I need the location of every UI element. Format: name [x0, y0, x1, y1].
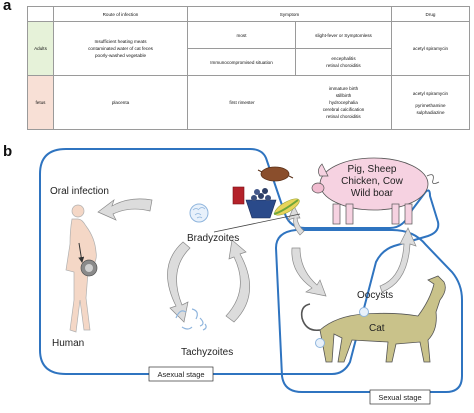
oocyst-icon: [315, 307, 369, 348]
arrow-to-animals: [379, 227, 417, 293]
asexual-stage-outline: [39, 148, 440, 375]
chicken-cow-label: Chicken, Cow: [341, 176, 403, 187]
arrow-cycle-left: [167, 241, 191, 323]
fetus-symptom-trimester: first rimester: [229, 100, 255, 105]
adults-severe-line: retinal choroiditis: [326, 63, 361, 68]
panel-b-label: b: [3, 143, 13, 160]
adults-severe-line: encephalitis: [331, 56, 356, 61]
arrow-cycle-right: [225, 239, 251, 323]
fetus-drug-cell: acetyl spiramycin pyrimethamine sulphadi…: [391, 75, 470, 130]
arrow-oral-infection: [97, 198, 153, 221]
cat-label: Cat: [369, 323, 385, 334]
human-label: Human: [52, 338, 84, 349]
corn-icon: [273, 198, 300, 216]
wild-boar-label: Wild boar: [351, 188, 394, 199]
oral-infection-label: Oral infection: [50, 186, 109, 197]
arrow-from-meat: [287, 205, 305, 236]
table-header-row: Route of infection Symptom Drug: [27, 6, 470, 22]
blueberry-basket-icon: [245, 188, 277, 219]
fetus-arrow: [78, 242, 85, 263]
fetus-drug-line: pyrimethamine: [415, 102, 446, 108]
fetus-route: placenta: [53, 75, 188, 130]
sexual-stage-label: Sexual stage: [378, 393, 421, 402]
fetus-symptom-line: stillbirth: [335, 93, 352, 98]
fetus-symptom-line: cerebral calcification: [322, 107, 365, 112]
row-label-fetus: fetus: [27, 75, 54, 130]
asexual-stage-label: Asexual stage: [157, 370, 204, 379]
adults-route-line: poorly-washed vegetable: [94, 53, 147, 58]
fetus-symptom-cell: first rimester immature birth stillbirth…: [187, 75, 392, 130]
oocysts-label: Oocysts: [357, 290, 393, 301]
food-link-line: [213, 213, 301, 233]
arrow-to-cat: [291, 247, 327, 297]
asexual-stage-box: [148, 366, 214, 382]
fetus-drug-line: sulphadiazine: [416, 109, 445, 115]
fetus-drug-line: acetyl spiramycin: [412, 90, 449, 96]
tachyzoite-icon: [175, 308, 207, 331]
sausage-icon: [257, 166, 294, 182]
adults-symptom-most: most: [187, 21, 296, 49]
fetus-symptom-line: hydrocephalia: [329, 100, 358, 105]
adults-route-line: Insufficient heating meats: [94, 39, 147, 44]
pig-icon: [311, 157, 440, 225]
fetus-symptom-line: immature birth: [328, 86, 359, 91]
table-row-adults-bottom: Immunocompromised situation encephalitis…: [28, 48, 470, 76]
table-row-adults-top: Adults Insufficient heating meats contam…: [27, 21, 470, 76]
table-row-fetus: fetus placenta first rimester immature b…: [27, 75, 470, 130]
pig-sheep-label: Pig, Sheep: [348, 164, 397, 175]
adults-route-line: contaminated water of cat feces: [88, 46, 153, 51]
fetus-symptom-line: retinal choroiditis: [326, 114, 361, 119]
pregnant-human-figure: [65, 204, 98, 333]
bradyzoites-label: Bradyzoites: [187, 233, 239, 244]
adults-drug: acetyl spiramycin: [391, 21, 470, 76]
adults-symptom-mild: slight-fever or Symptomless: [295, 21, 392, 49]
panel-a-label: a: [3, 0, 12, 14]
row-label-adults: Adults: [27, 21, 54, 76]
juice-glass-icon: [232, 186, 245, 205]
infection-table: Route of infection Symptom Drug Adults I…: [27, 6, 470, 130]
bradyzoite-cyst-icon: [189, 203, 209, 223]
tachyzoites-label: Tachyzoites: [181, 347, 233, 358]
sexual-stage-box: [369, 389, 431, 405]
